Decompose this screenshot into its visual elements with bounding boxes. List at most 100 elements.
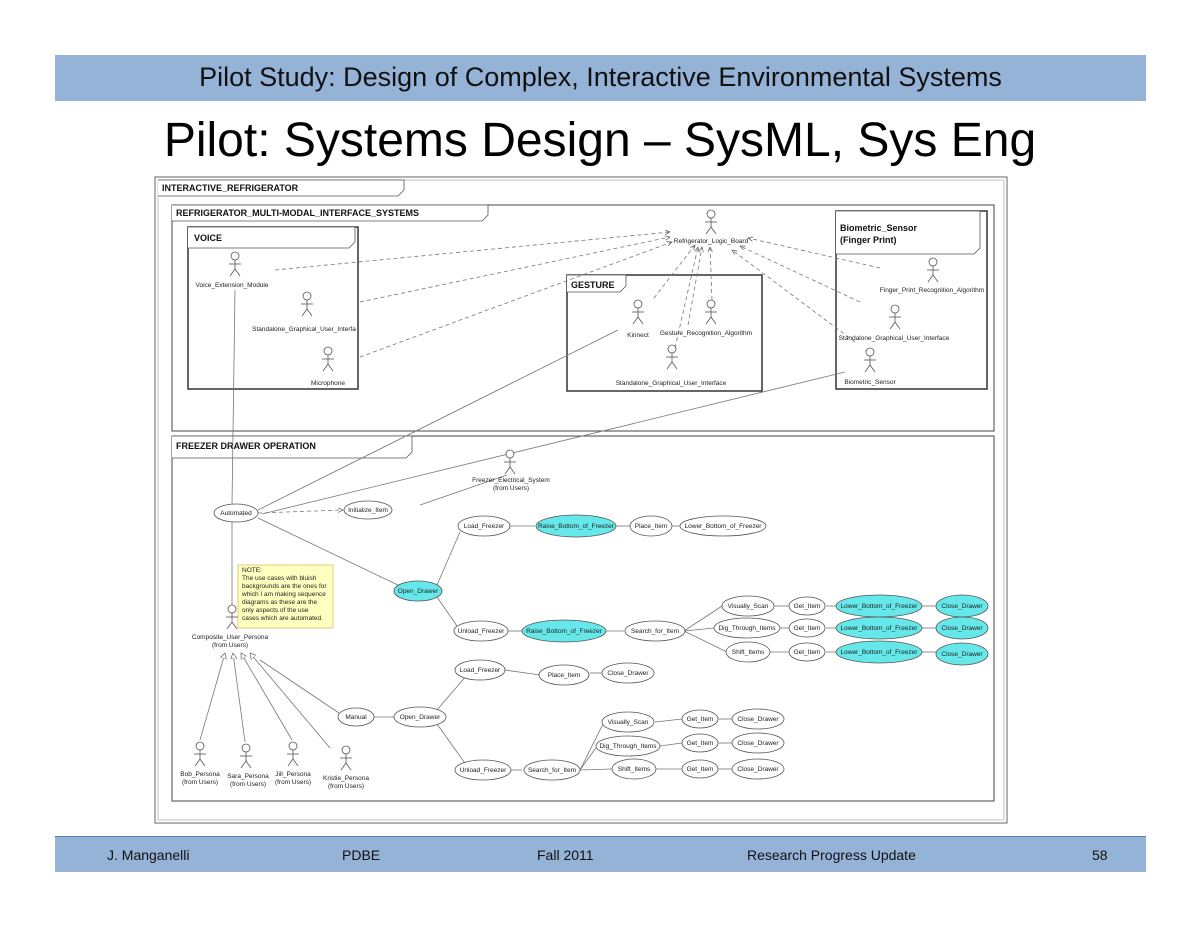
footer-band: J. Manganelli PDBE Fall 2011 Research Pr…: [55, 836, 1146, 872]
uc-automated: [213, 503, 259, 523]
uc-shift-items-2: [611, 758, 657, 780]
svg-text:(from Users): (from Users): [493, 485, 529, 492]
frame-title-biometric: Biometric_Sensor: [840, 223, 918, 233]
svg-text:Refrigerator_Logic_Board: Refrigerator_Logic_Board: [674, 238, 749, 245]
svg-text:Search_for_Item: Search_for_Item: [528, 767, 576, 774]
dependency-lines: [274, 232, 881, 358]
svg-text:Get_Item: Get_Item: [794, 625, 821, 632]
svg-text:Biometric_Sensor: Biometric_Sensor: [844, 379, 896, 386]
uc-lower-bottom-3: [835, 616, 923, 640]
uc-manual: [337, 707, 375, 727]
svg-text:Place_Item: Place_Item: [548, 672, 581, 679]
actor-sara: [240, 743, 252, 769]
svg-text:Voice_Extension_Module: Voice_Extension_Module: [196, 282, 269, 289]
svg-text:Visually_Scan: Visually_Scan: [728, 603, 769, 610]
uc-unload-freezer-1: [453, 620, 509, 642]
actor-kristie: [340, 745, 352, 771]
frame-title-gesture: GESTURE: [571, 280, 615, 290]
uc-raise-bottom-1: [535, 514, 617, 538]
footer-topic: Research Progress Update: [747, 847, 916, 863]
uc-get-item-1: [788, 596, 826, 616]
svg-text:Lower_Bottom_of_Freezer: Lower_Bottom_of_Freezer: [841, 603, 919, 610]
uc-search-item-1: [624, 620, 686, 642]
svg-text:Get_Item: Get_Item: [687, 740, 714, 747]
actor-gesture-algorithm: [705, 299, 717, 325]
uc-place-item-1: [629, 515, 673, 537]
uc-visually-scan-2: [601, 711, 655, 733]
svg-text:Search_for_Item: Search_for_Item: [631, 628, 679, 635]
svg-text:Lower_Bottom_of_Freezer: Lower_Bottom_of_Freezer: [841, 625, 919, 632]
actor-voice-gui: [301, 291, 313, 317]
svg-text:(from Users): (from Users): [182, 779, 218, 786]
svg-text:only aspects of the use: only aspects of the use: [242, 607, 309, 614]
svg-text:Jill_Persona: Jill_Persona: [275, 771, 311, 778]
frame-title-interface: REFRIGERATOR_MULTI-MODAL_INTERFACE_SYSTE…: [176, 208, 419, 218]
svg-text:Standalone_Graphical_User_Inte: Standalone_Graphical_User_Interfa: [252, 326, 356, 333]
svg-text:Microphone: Microphone: [311, 380, 345, 387]
use-case-labels: Automated Initialize_Item Open_Drawer Lo…: [220, 507, 983, 774]
actors: [194, 209, 939, 771]
footer-program: PDBE: [342, 847, 381, 863]
association-lines: [231, 289, 936, 771]
uc-search-item-2: [523, 759, 581, 781]
svg-text:Unload_Freezer: Unload_Freezer: [458, 628, 505, 635]
svg-text:(from Users): (from Users): [275, 779, 311, 786]
svg-text:Close_Drawer: Close_Drawer: [607, 670, 649, 677]
svg-text:Get_Item: Get_Item: [794, 649, 821, 656]
uc-get-item-4: [681, 709, 719, 729]
svg-text:Sara_Persona: Sara_Persona: [227, 773, 269, 780]
svg-text:Get_Item: Get_Item: [687, 716, 714, 723]
svg-text:Place_Item: Place_Item: [635, 523, 668, 530]
generalization-lines: [199, 653, 331, 749]
actor-jill: [287, 741, 299, 767]
svg-text:Close_Drawer: Close_Drawer: [737, 740, 779, 747]
actor-freezer-electrical: [504, 449, 516, 475]
frame-title-biometric-sub: (Finger Print): [840, 235, 897, 245]
uc-raise-bottom-2: [521, 619, 607, 643]
uc-get-item-2: [788, 618, 826, 638]
use-cases: [213, 500, 989, 781]
svg-text:Automated: Automated: [220, 510, 252, 517]
actor-voice-extension: [229, 251, 241, 277]
svg-text:Close_Drawer: Close_Drawer: [941, 625, 983, 632]
slide-title: Pilot: Systems Design – SysML, Sys Eng: [163, 114, 1037, 167]
uc-open-drawer-manual: [393, 706, 447, 728]
svg-text:The use cases with bluish: The use cases with bluish: [242, 575, 317, 582]
frame-title-outer: INTERACTIVE_REFRIGERATOR: [162, 183, 299, 193]
uc-close-drawer-4: [601, 662, 655, 684]
svg-text:Raise_Bottom_of_Freezer: Raise_Bottom_of_Freezer: [538, 523, 615, 530]
svg-text:Shift_Items: Shift_Items: [732, 649, 765, 656]
svg-text:cases which are automated.: cases which are automated.: [242, 615, 323, 622]
footer-author: J. Manganelli: [107, 847, 190, 863]
svg-text:Bob_Persona: Bob_Persona: [180, 771, 220, 778]
svg-text:Get_Item: Get_Item: [687, 766, 714, 773]
svg-text:Dig_Through_Items: Dig_Through_Items: [599, 743, 657, 750]
actor-bob: [194, 741, 206, 767]
svg-text:Close_Drawer: Close_Drawer: [941, 603, 983, 610]
actor-kinnect: [632, 299, 644, 325]
svg-text:Visually_Scan: Visually_Scan: [608, 719, 649, 726]
svg-text:Lower_Bottom_of_Freezer: Lower_Bottom_of_Freezer: [841, 649, 919, 656]
footer-page-number: 58: [1092, 847, 1108, 863]
svg-text:Kristie_Persona: Kristie_Persona: [323, 775, 369, 782]
footer-term: Fall 2011: [537, 847, 594, 863]
uc-close-drawer-2: [935, 616, 989, 640]
slide-subtitle: Pilot Study: Design of Complex, Interact…: [199, 62, 1002, 92]
actor-labels: Refrigerator_Logic_Board Voice_Extension…: [180, 238, 984, 790]
uc-shift-items-1: [725, 641, 771, 663]
uc-dig-through-1: [713, 617, 781, 639]
svg-text:Close_Drawer: Close_Drawer: [941, 651, 983, 658]
actor-gesture-gui: [666, 344, 678, 370]
uc-unload-freezer-2: [454, 759, 512, 781]
svg-text:Gesture_Recognition_Algorithm: Gesture_Recognition_Algorithm: [660, 330, 752, 337]
actor-fingerprint-algorithm: [927, 257, 939, 283]
svg-text:Raise_Bottom_of_Freezer: Raise_Bottom_of_Freezer: [526, 628, 603, 635]
frame-gesture: [566, 274, 763, 392]
svg-text:Freezer_Electrical_System: Freezer_Electrical_System: [472, 477, 550, 484]
svg-text:diagrams as these are the: diagrams as these are the: [242, 599, 318, 606]
automation-note: [237, 564, 334, 629]
note-text: NOTE: The use cases with bluish backgrou…: [241, 567, 327, 622]
frame-title-freezer: FREEZER DRAWER OPERATION: [176, 441, 316, 451]
svg-text:(from Users): (from Users): [328, 783, 364, 790]
actor-logic-board: [705, 209, 717, 235]
